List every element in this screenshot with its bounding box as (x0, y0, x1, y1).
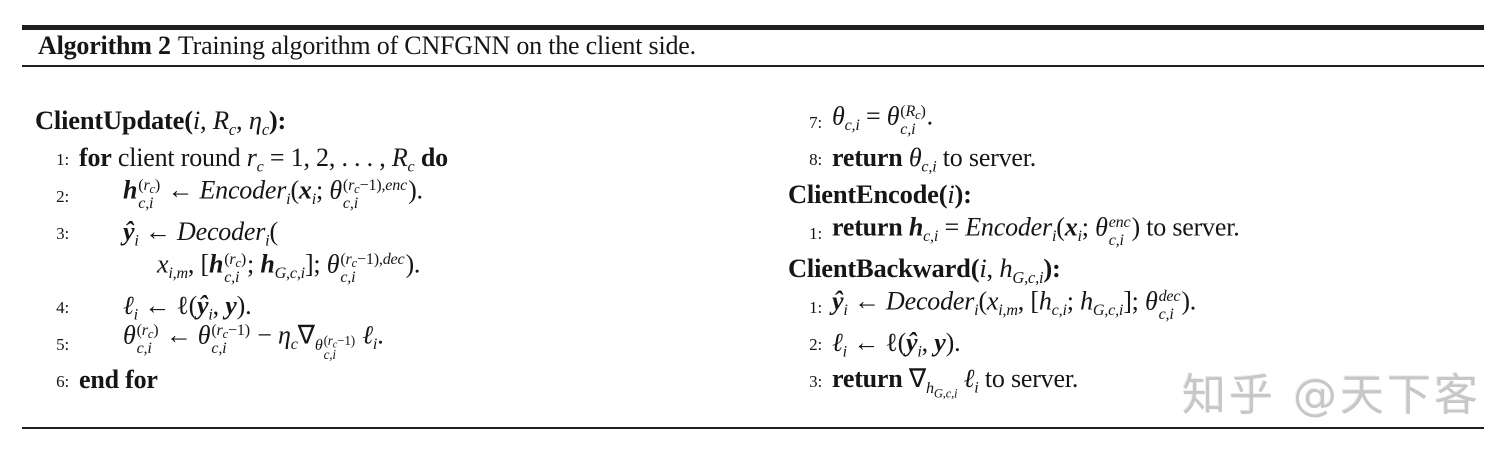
procedure-heading-clientencode: ClientEncode(i): (788, 176, 1503, 213)
bottom-rule (22, 427, 1484, 429)
procedure-signature: ClientBackward(i, hG,c,i): (788, 253, 1061, 287)
line-number (35, 267, 69, 270)
line-math: ŷi ← Decoderi( (123, 216, 278, 250)
backward-line-2: 2: ℓi ← ℓ(ŷi, y). (788, 324, 1503, 361)
line-math: return ∇hG,c,i ℓi to server. (832, 363, 1079, 401)
zhihu-watermark: 知乎 @天下客 (1182, 370, 1481, 421)
algo-line-1: 1: for client round rc = 1, 2, . . . , R… (35, 139, 765, 176)
line-number: 4: (56, 297, 69, 317)
line-math: θ(rc)c,i ← θ(rc−1)c,i − ηc∇θ(rc−1)c,i ℓi… (123, 320, 384, 363)
algo-line-6: 6: end for (35, 361, 765, 398)
line-number: 1: (809, 297, 822, 317)
algorithm-left-column: ClientUpdate(i, Rc, ηc): 1: for client r… (35, 102, 765, 398)
line-math: return θc,i to server. (832, 142, 1037, 176)
algorithm-number-label: Algorithm 2 (38, 31, 171, 60)
top-thick-rule (22, 25, 1484, 30)
line-math: ℓi ← ℓ(ŷi, y). (832, 327, 961, 361)
line-math: ℓi ← ℓ(ŷi, y). (123, 290, 252, 324)
algorithm-right-column: 7: θc,i = θ(Rc)c,i. 8: return θc,i to se… (788, 102, 1503, 401)
procedure-heading-clientupdate: ClientUpdate(i, Rc, ηc): (35, 102, 765, 139)
algo-line-3: 3: ŷi ← Decoderi( (35, 213, 765, 250)
line-number: 8: (809, 149, 822, 169)
algo-line-7: 7: θc,i = θ(Rc)c,i. (788, 102, 1503, 139)
procedure-signature: ClientUpdate(i, Rc, ηc): (35, 105, 287, 139)
backward-line-3: 3: return ∇hG,c,i ℓi to server. (788, 361, 1503, 401)
line-number: 7: (809, 112, 822, 132)
line-math: end for (79, 364, 158, 394)
line-number: 1: (56, 149, 69, 169)
line-math: for client round rc = 1, 2, . . . , Rc d… (79, 142, 448, 176)
procedure-heading-clientbackward: ClientBackward(i, hG,c,i): (788, 250, 1503, 287)
line-number: 6: (56, 371, 69, 391)
algorithm-title: Training algorithm of CNFGNN on the clie… (177, 31, 696, 60)
backward-line-1: 1: ŷi ← Decoderi(xi,m, [hc,i; hG,c,i]; θ… (788, 287, 1503, 324)
algo-line-4: 4: ℓi ← ℓ(ŷi, y). (35, 287, 765, 324)
line-number: 2: (809, 334, 822, 354)
algo-line-8: 8: return θc,i to server. (788, 139, 1503, 176)
line-number: 2: (56, 186, 69, 206)
line-number: 1: (809, 223, 822, 243)
algo-line-5: 5: θ(rc)c,i ← θ(rc−1)c,i − ηc∇θ(rc−1)c,i… (35, 320, 765, 363)
line-number: 3: (809, 371, 822, 391)
line-math: θc,i = θ(Rc)c,i. (832, 101, 933, 138)
line-number: 3: (56, 223, 69, 243)
procedure-signature: ClientEncode(i): (788, 179, 972, 210)
line-number: 5: (56, 334, 69, 354)
caption-divider-rule (22, 65, 1484, 67)
